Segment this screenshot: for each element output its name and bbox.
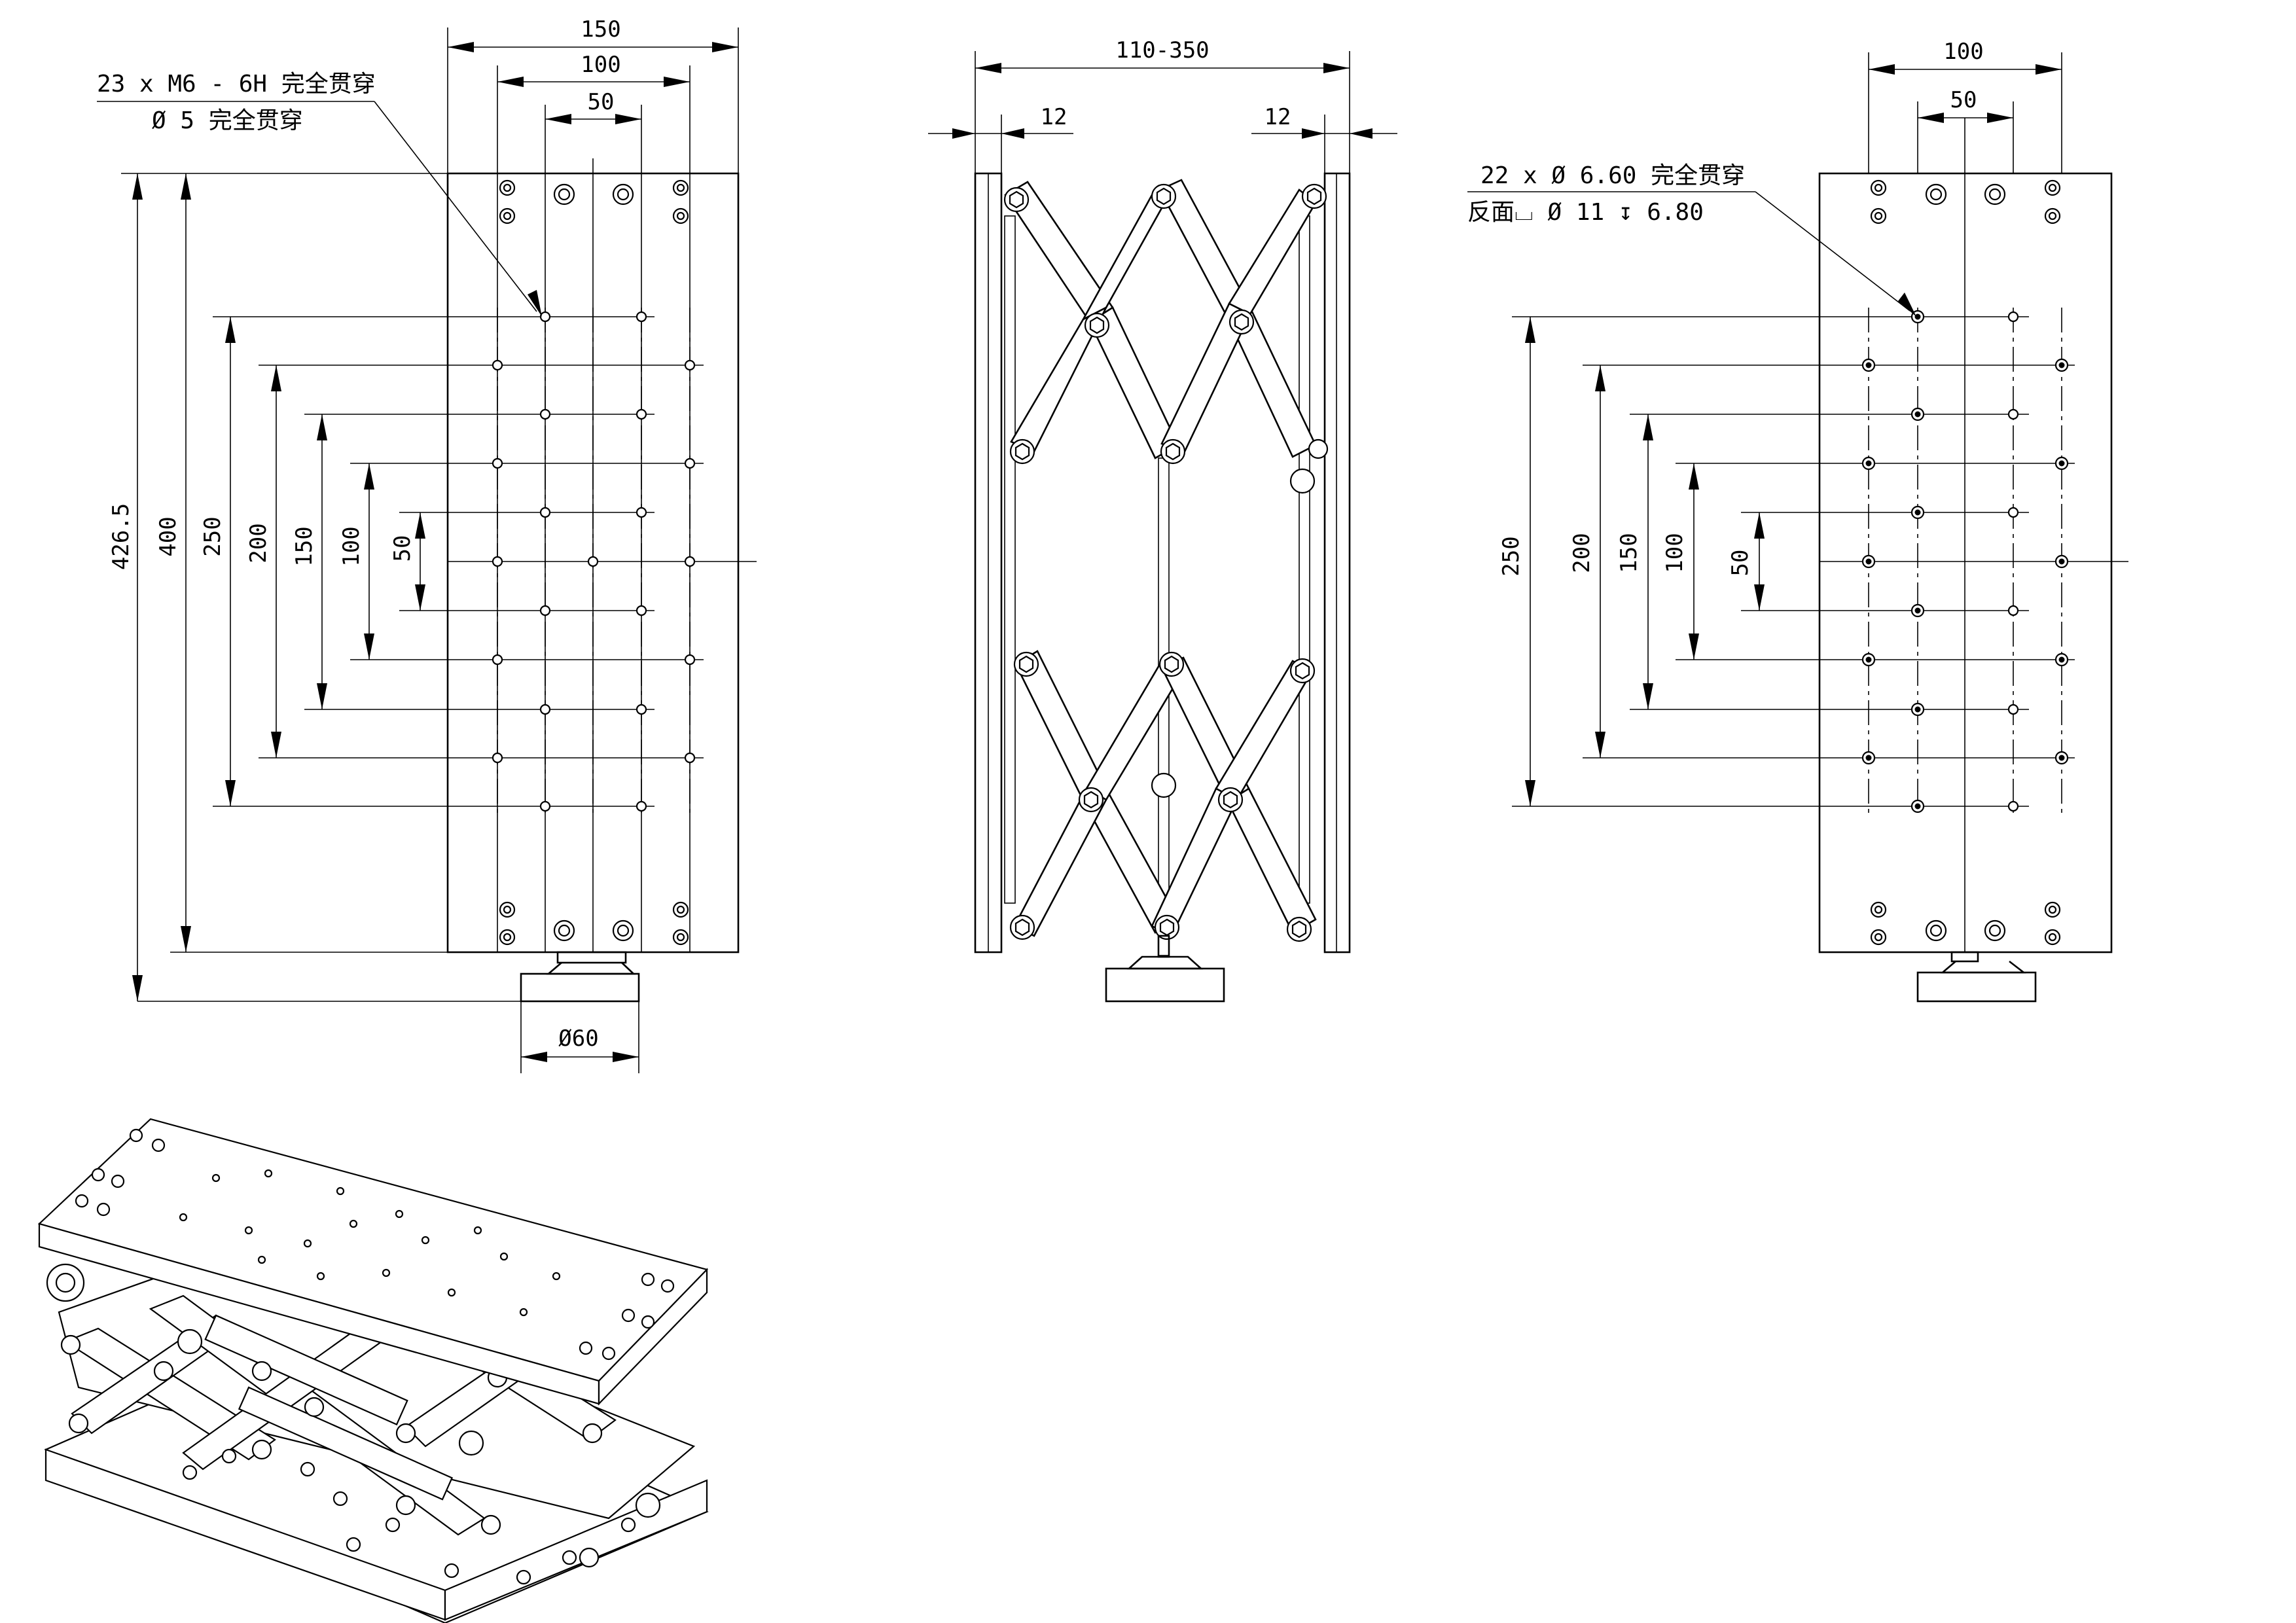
front-dim-400: 400 (155, 516, 181, 556)
side-view: 110-350 12 12 (928, 37, 1397, 1003)
front-dim-200: 200 (245, 523, 272, 563)
front-view: 150 100 50 426.5 400 250 (97, 16, 757, 1073)
back-mount-holes (1870, 179, 2061, 946)
side-scissor-lower (1009, 650, 1317, 942)
front-dim-foot: Ø60 (558, 1026, 598, 1052)
front-foot: Ø60 (520, 951, 640, 1073)
back-foot (1916, 951, 2037, 1003)
front-dim-150: 150 (581, 16, 620, 43)
back-dim-50: 50 (1950, 87, 1977, 113)
side-dim-left-12: 12 (1041, 104, 1067, 130)
back-dim-250: 250 (1498, 536, 1524, 576)
front-hole-grid (492, 311, 696, 812)
front-dim-50: 50 (588, 89, 615, 115)
front-dim-100: 100 (581, 52, 620, 78)
front-note-line1: 23 x M6 - 6H 完全贯穿 (97, 71, 376, 98)
back-dim-100: 100 (1943, 39, 1983, 65)
front-dim-150v: 150 (291, 526, 317, 566)
back-dim-50v: 50 (1727, 550, 1753, 577)
side-right-plate (1323, 172, 1351, 954)
front-note-line2: Ø 5 完全贯穿 (152, 107, 303, 134)
front-mount-holes (499, 179, 689, 946)
back-dim-150: 150 (1616, 533, 1642, 573)
back-hole-grid (1861, 310, 2069, 813)
back-note-line2: 反面⌴ Ø 11 ↧ 6.80 (1467, 199, 1704, 226)
back-hole-note: 22 x Ø 6.60 完全贯穿 反面⌴ Ø 11 ↧ 6.80 (1467, 162, 1916, 317)
back-view: 100 50 250 200 150 100 (1467, 39, 2128, 1003)
isometric-view (37, 1118, 709, 1623)
side-scissor-upper (1003, 179, 1329, 494)
back-note-line1: 22 x Ø 6.60 完全贯穿 (1480, 162, 1745, 189)
side-dim-range: 110-350 (1115, 37, 1209, 63)
side-foot (1105, 935, 1225, 1003)
back-dim-200: 200 (1569, 533, 1595, 573)
front-dim-50v: 50 (389, 535, 416, 562)
side-dim-right-12: 12 (1265, 104, 1291, 130)
front-hole-note: 23 x M6 - 6H 完全贯穿 Ø 5 完全贯穿 (97, 71, 542, 317)
front-dim-250: 250 (200, 516, 226, 556)
front-dim-426-5: 426.5 (108, 503, 134, 570)
iso-top-holes (75, 1128, 675, 1361)
iso-bottom-holes (182, 1448, 636, 1585)
front-dim-100v: 100 (338, 526, 365, 566)
back-dim-100v: 100 (1662, 533, 1688, 573)
